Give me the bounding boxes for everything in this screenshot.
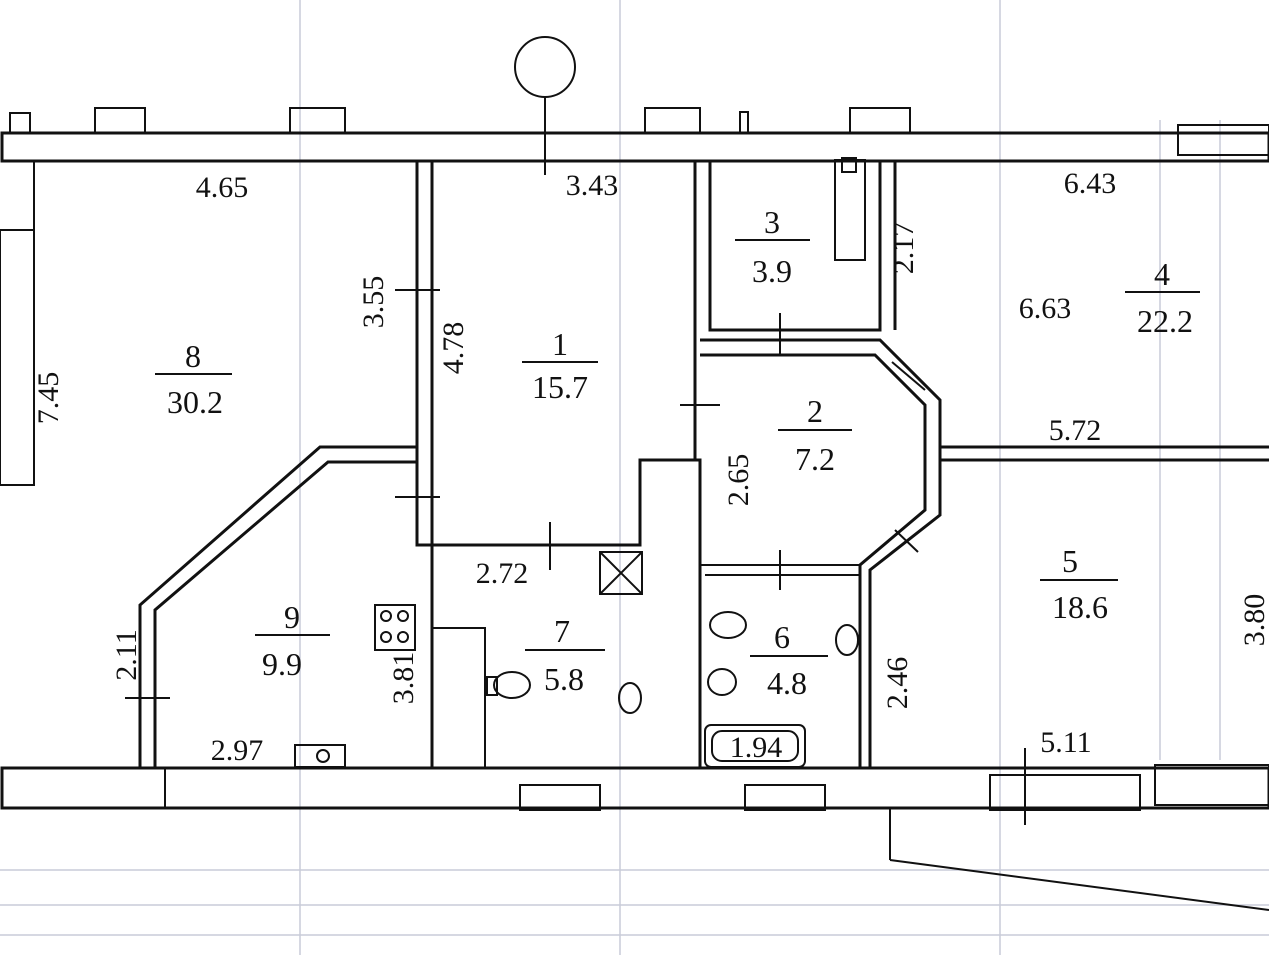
svg-text:9.9: 9.9 bbox=[262, 646, 302, 682]
dimension-labels: 4.65 3.43 6.43 6.63 5.72 2.72 2.97 1.94 … bbox=[32, 167, 1269, 767]
svg-text:3.9: 3.9 bbox=[752, 253, 792, 289]
dimension-3-81: 3.81 bbox=[387, 652, 420, 705]
svg-text:7: 7 bbox=[554, 613, 570, 649]
room-8-label: 8 30.2 bbox=[155, 338, 232, 420]
dimension-2-97: 2.97 bbox=[211, 734, 264, 767]
kitchen-sink-icon bbox=[294, 744, 346, 768]
room-3-label: 3 3.9 bbox=[735, 204, 810, 289]
room-4-label: 4 22.2 bbox=[1125, 256, 1200, 339]
windows bbox=[1, 107, 1269, 811]
door-marks bbox=[125, 289, 1269, 911]
dimension-3-43: 3.43 bbox=[566, 169, 619, 202]
svg-text:18.6: 18.6 bbox=[1052, 589, 1108, 625]
washbasin-icon bbox=[835, 624, 859, 656]
interior-walls bbox=[138, 161, 1269, 768]
dimension-5-11: 5.11 bbox=[1040, 726, 1091, 759]
dimension-6-63: 6.63 bbox=[1019, 292, 1072, 325]
toilet-icon bbox=[709, 611, 747, 639]
dimension-4-78: 4.78 bbox=[437, 322, 470, 375]
room-9-label: 9 9.9 bbox=[255, 599, 330, 682]
dimension-2-46: 2.46 bbox=[881, 657, 914, 710]
svg-text:22.2: 22.2 bbox=[1137, 303, 1193, 339]
dimension-5-72: 5.72 bbox=[1049, 414, 1102, 447]
dimension-3-80: 3.80 bbox=[1238, 594, 1269, 647]
svg-text:15.7: 15.7 bbox=[532, 369, 588, 405]
svg-text:4.8: 4.8 bbox=[767, 665, 807, 701]
dimension-6-43: 6.43 bbox=[1064, 167, 1117, 200]
dimension-2-72: 2.72 bbox=[476, 557, 529, 590]
room-7-label: 7 5.8 bbox=[525, 613, 605, 697]
dimension-7-45: 7.45 bbox=[32, 372, 65, 425]
dimension-4-65: 4.65 bbox=[196, 171, 249, 204]
ventilation-shaft-icon bbox=[599, 551, 643, 595]
svg-text:7.2: 7.2 bbox=[795, 441, 835, 477]
north-arrow-icon bbox=[514, 36, 576, 175]
svg-text:30.2: 30.2 bbox=[167, 384, 223, 420]
svg-text:5.8: 5.8 bbox=[544, 661, 584, 697]
svg-text:9: 9 bbox=[284, 599, 300, 635]
dimension-2-17: 2.17 bbox=[887, 222, 920, 275]
room-6-label: 6 4.8 bbox=[750, 619, 828, 701]
toilet-icon bbox=[493, 671, 531, 699]
svg-text:3: 3 bbox=[764, 204, 780, 240]
room-5-label: 5 18.6 bbox=[1040, 543, 1118, 625]
dimension-2-11: 2.11 bbox=[110, 629, 143, 680]
washbasin-icon bbox=[618, 682, 642, 714]
svg-text:1: 1 bbox=[552, 326, 568, 362]
closet-unit bbox=[834, 159, 866, 261]
room-2-label: 2 7.2 bbox=[778, 393, 852, 477]
bathtub-icon bbox=[704, 724, 806, 768]
dimension-1-94: 1.94 bbox=[730, 731, 783, 764]
room-labels: 1 15.7 2 7.2 3 3.9 4 22.2 5 18.6 6 4.8 bbox=[155, 204, 1200, 701]
fixtures bbox=[294, 157, 866, 768]
svg-text:6: 6 bbox=[774, 619, 790, 655]
dimension-2-65: 2.65 bbox=[722, 454, 755, 507]
stove-icon bbox=[374, 604, 416, 651]
svg-text:5: 5 bbox=[1062, 543, 1078, 579]
svg-text:2: 2 bbox=[807, 393, 823, 429]
svg-text:4: 4 bbox=[1154, 256, 1170, 292]
svg-text:8: 8 bbox=[185, 338, 201, 374]
room-1-label: 1 15.7 bbox=[522, 326, 598, 405]
dimension-3-55: 3.55 bbox=[357, 276, 390, 329]
bidet-icon bbox=[707, 668, 737, 696]
exterior-walls bbox=[0, 131, 1269, 810]
